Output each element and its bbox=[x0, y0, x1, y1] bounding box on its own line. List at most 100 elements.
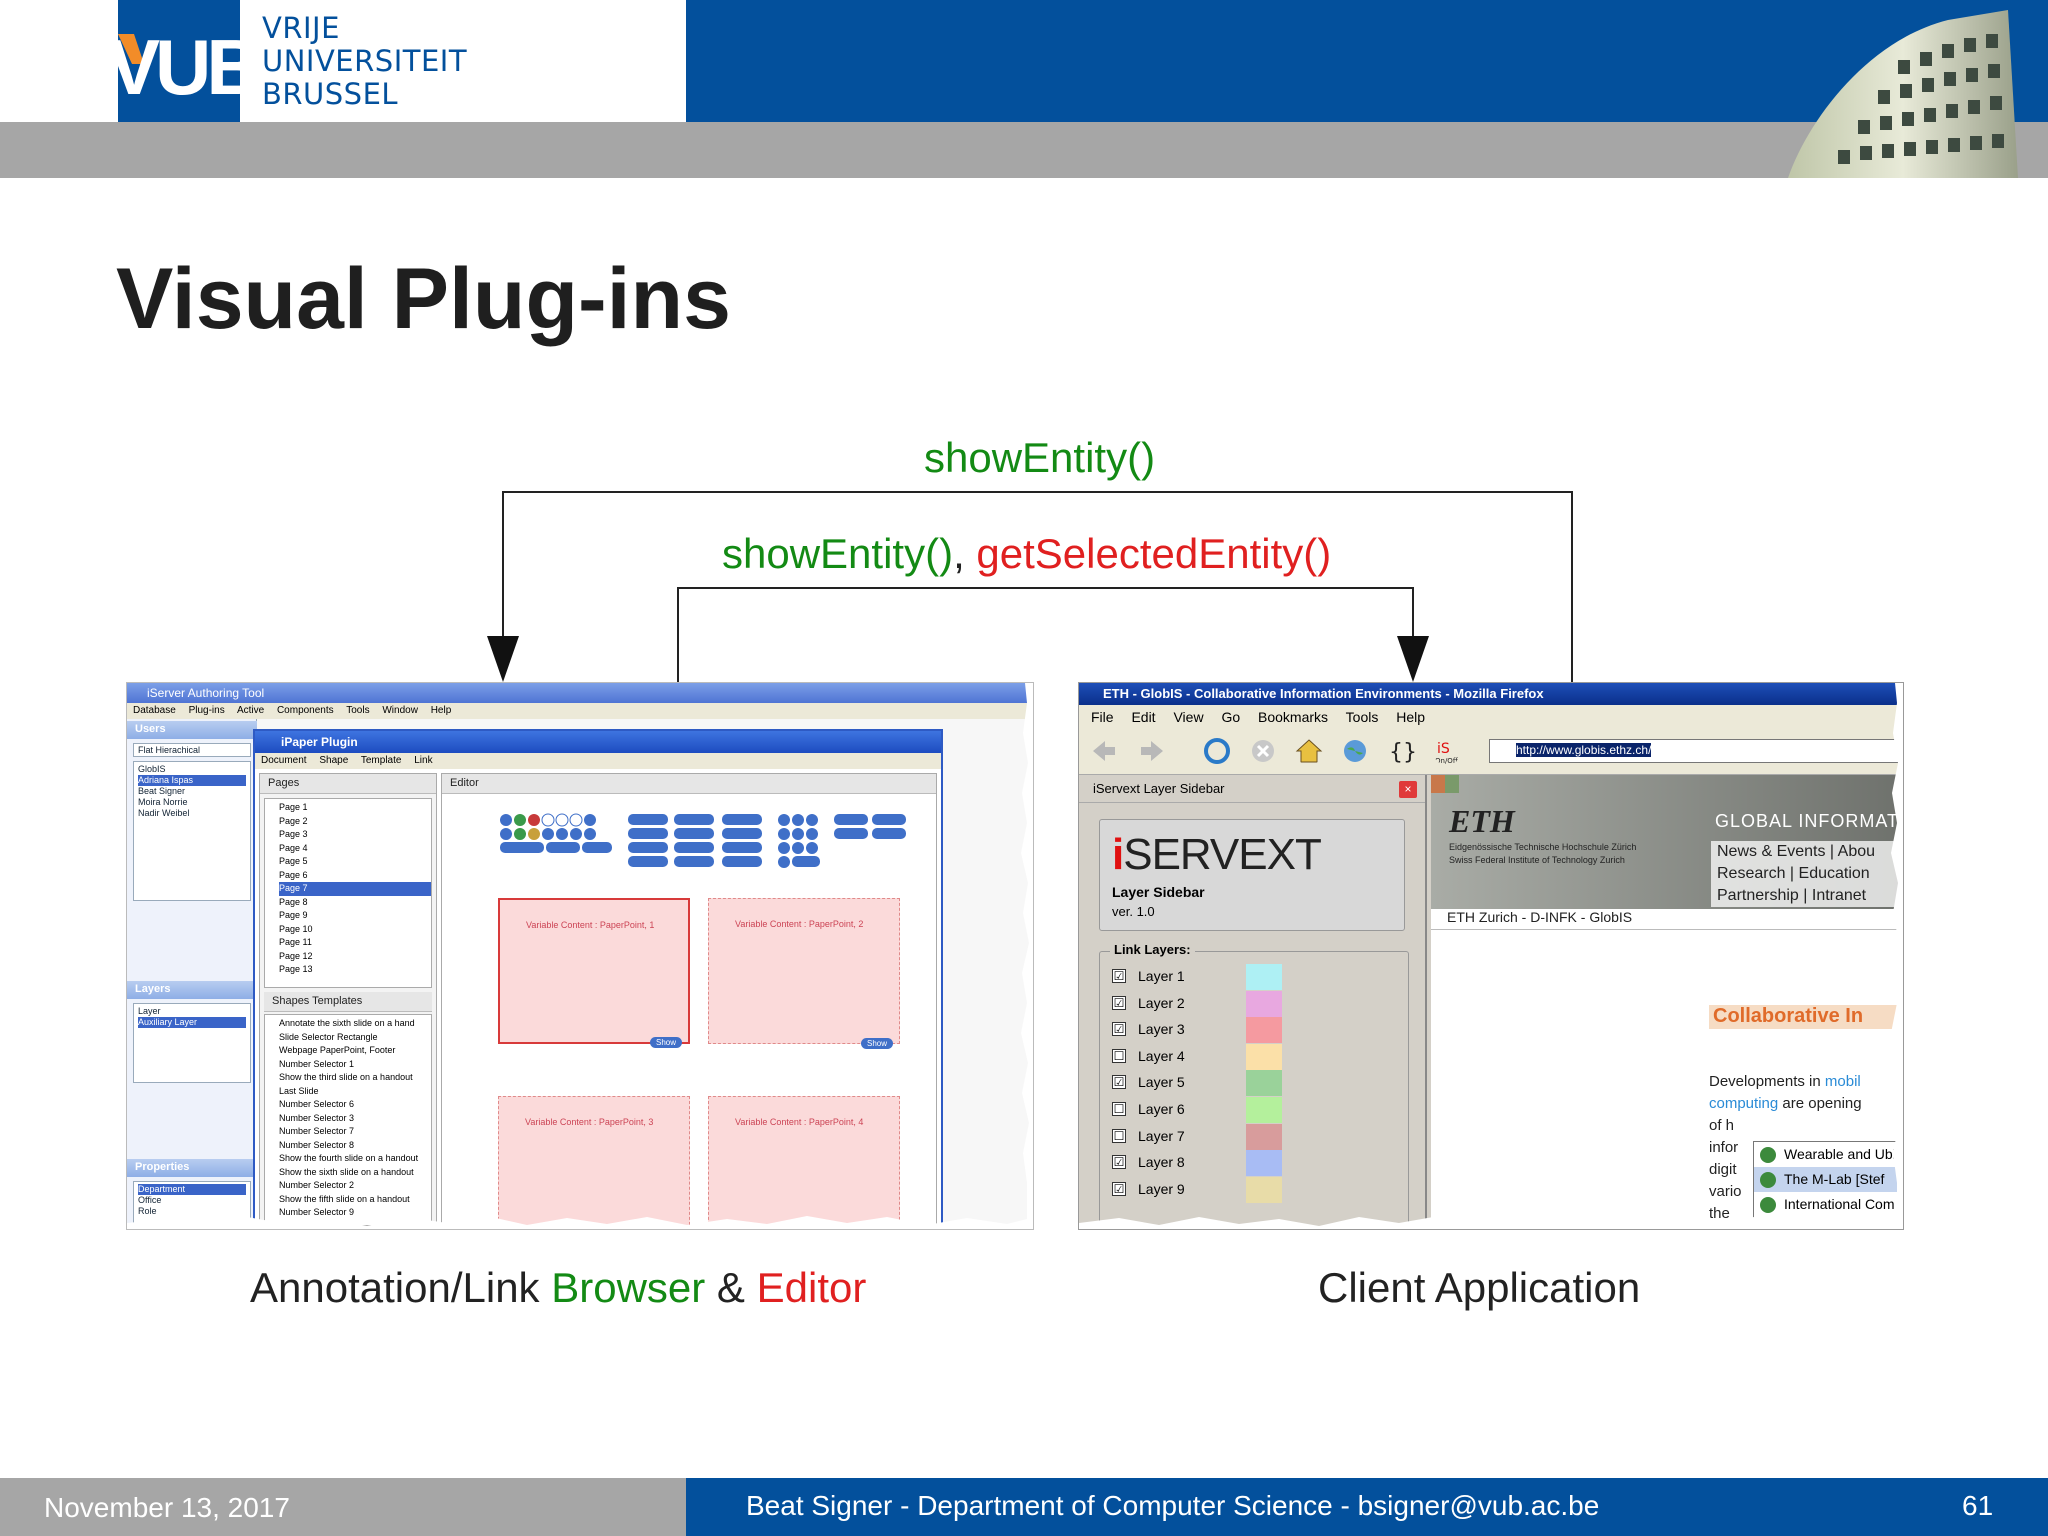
window-title: iServer Authoring Tool bbox=[127, 683, 1033, 703]
body-line: computing are opening bbox=[1709, 1093, 1903, 1115]
variable-content-label: Variable Content : PaperPoint, 4 bbox=[735, 1117, 864, 1127]
layer-checkbox[interactable]: ☑ bbox=[1112, 1155, 1126, 1170]
globe-icon bbox=[1760, 1147, 1776, 1163]
close-icon[interactable]: × bbox=[1399, 781, 1417, 798]
editor-pane: Editor Variable Conte bbox=[441, 773, 937, 1229]
list-item: Page 2 bbox=[279, 815, 308, 826]
reload-icon[interactable] bbox=[1203, 737, 1231, 765]
popup-item-label: Wearable and Ubi bbox=[1784, 1146, 1896, 1162]
popup-item[interactable]: International Com bbox=[1754, 1192, 1903, 1217]
banner-color-chip bbox=[1431, 775, 1445, 793]
logo: VUB VRIJE UNIVERSITEIT BRUSSEL bbox=[0, 0, 686, 122]
list-item: Role bbox=[138, 1206, 157, 1216]
plugin-braces-icon[interactable]: {} bbox=[1387, 737, 1415, 765]
logo-rest: SERVEXT bbox=[1123, 830, 1322, 879]
home-icon[interactable] bbox=[1295, 737, 1323, 765]
layer-checkbox[interactable]: ☐ bbox=[1112, 1048, 1126, 1063]
popup-item[interactable]: The M-Lab [Stef bbox=[1754, 1167, 1903, 1192]
eth-nav-links[interactable]: News & Events | Abou Research | Educatio… bbox=[1711, 841, 1903, 907]
layer-row[interactable]: ☑Layer 2 bbox=[1112, 990, 1362, 1017]
users-pane-header: Users bbox=[127, 721, 257, 739]
eth-logo: ETH bbox=[1449, 803, 1515, 839]
layer-row[interactable]: ☑Layer 3 bbox=[1112, 1017, 1362, 1044]
layer-checkbox[interactable]: ☑ bbox=[1112, 969, 1126, 983]
layer-row[interactable]: ☑Layer 9 bbox=[1112, 1176, 1362, 1203]
show-button[interactable]: Show bbox=[649, 1037, 682, 1048]
caption-browser: Browser bbox=[551, 1264, 706, 1311]
popup-item[interactable]: Wearable and Ubi bbox=[1754, 1142, 1903, 1167]
iservext-logo: iSERVEXT bbox=[1112, 830, 1322, 880]
divider bbox=[1431, 929, 1903, 930]
show-button[interactable]: Show bbox=[860, 1038, 893, 1049]
list-item: Page 12 bbox=[279, 950, 313, 961]
layer-row[interactable]: ☑Layer 1 bbox=[1112, 964, 1362, 990]
list-item: Number Selector 1 bbox=[279, 1058, 355, 1069]
layer-color-swatch bbox=[1246, 990, 1282, 1017]
eth-subtitle: Eidgenössische Technische Hochschule Zür… bbox=[1449, 841, 1636, 867]
variable-content-box[interactable]: Variable Content : PaperPoint, 3 bbox=[498, 1096, 690, 1229]
eth-subtitle-line: Swiss Federal Institute of Technology Zu… bbox=[1449, 855, 1625, 865]
nav-link-row[interactable]: Partnership | Intranet bbox=[1717, 887, 1867, 904]
arrowhead-to-editor-icon bbox=[487, 636, 519, 682]
list-item: Page 7 bbox=[279, 882, 431, 896]
users-list: GlobIS Adriana Ispas Beat Signer Moira N… bbox=[133, 761, 251, 901]
layer-checkbox[interactable]: ☑ bbox=[1112, 995, 1126, 1010]
list-item: Moira Norrie bbox=[138, 797, 188, 807]
back-icon[interactable] bbox=[1089, 737, 1117, 765]
firefox-client-screenshot: ETH - GlobIS - Collaborative Information… bbox=[1078, 682, 1904, 1230]
layer-checkbox[interactable]: ☐ bbox=[1112, 1102, 1126, 1116]
web-page: ETH Eidgenössische Technische Hochschule… bbox=[1431, 775, 1903, 1229]
paperpoint-controls-icon bbox=[500, 813, 906, 868]
layer-row[interactable]: ☐Layer 7 bbox=[1112, 1123, 1362, 1150]
layer-row[interactable]: ☑ Layer 5 bbox=[1112, 1070, 1362, 1097]
list-item: Adriana Ispas bbox=[138, 775, 246, 786]
layer-row[interactable]: ☑Layer 8 bbox=[1112, 1150, 1362, 1177]
list-item: Annotate the sixth slide on a hand bbox=[279, 1018, 415, 1028]
slide-title: Visual Plug-ins bbox=[116, 251, 731, 347]
address-bar[interactable]: http://www.globis.ethz.ch/ bbox=[1489, 739, 1899, 763]
list-item: Page 8 bbox=[279, 896, 308, 907]
stop-icon[interactable] bbox=[1249, 737, 1277, 765]
layers-list: Layer Auxiliary Layer bbox=[133, 1003, 251, 1083]
list-item: Number Selector 6 bbox=[279, 1099, 355, 1109]
layer-row[interactable]: ☐Layer 6 bbox=[1112, 1097, 1362, 1123]
iservext-logo-panel: iSERVEXT Layer Sidebar ver. 1.0 bbox=[1099, 819, 1405, 931]
layer-row[interactable]: ☐Layer 4 bbox=[1112, 1043, 1362, 1070]
layer-checkbox[interactable]: ☑ bbox=[1112, 1022, 1126, 1037]
layer-checkbox[interactable]: ☑ bbox=[1112, 1181, 1126, 1196]
sidebar-header: iServext Layer Sidebar × bbox=[1079, 775, 1425, 803]
right-caption: Client Application bbox=[1318, 1264, 1641, 1311]
forward-icon[interactable] bbox=[1139, 737, 1167, 765]
variable-content-box[interactable]: Variable Content : PaperPoint, 1 Show bbox=[498, 898, 690, 1048]
layer-name: Layer 5 bbox=[1138, 1074, 1185, 1091]
highlighted-link[interactable]: mobil bbox=[1824, 1073, 1861, 1090]
body-line: vario bbox=[1709, 1183, 1742, 1200]
window-title: ETH - GlobIS - Collaborative Information… bbox=[1079, 683, 1903, 705]
variable-content-box[interactable]: Variable Content : PaperPoint, 2 Show bbox=[708, 898, 900, 1049]
list-item: Show the fifth slide on a handout bbox=[279, 1193, 410, 1204]
variable-content-box[interactable]: Variable Content : PaperPoint, 4 bbox=[708, 1096, 900, 1229]
layer-color-swatch bbox=[1246, 1123, 1282, 1150]
globe-icon[interactable] bbox=[1341, 737, 1369, 765]
list-item: Page 10 bbox=[279, 923, 313, 934]
list-item: Number Selector 9 bbox=[279, 1207, 355, 1217]
outer-call-label: showEntity() bbox=[924, 434, 1156, 481]
breadcrumb[interactable]: ETH Zurich - D-INFK - GlobIS bbox=[1447, 909, 1633, 925]
list-item: Department bbox=[138, 1184, 246, 1195]
highlighted-link[interactable]: computing bbox=[1709, 1095, 1779, 1112]
nav-link-row[interactable]: News & Events | Abou bbox=[1717, 843, 1876, 860]
product-subtitle: Layer Sidebar bbox=[1112, 884, 1205, 900]
layer-color-swatch bbox=[1246, 964, 1282, 990]
list-item: Page 13 bbox=[279, 964, 313, 974]
logo-line: VRIJE bbox=[262, 11, 340, 45]
layer-checkbox[interactable]: ☑ bbox=[1112, 1075, 1126, 1090]
layer-color-swatch bbox=[1246, 1017, 1282, 1044]
layer-checkbox[interactable]: ☐ bbox=[1112, 1128, 1126, 1143]
layer-color-swatch bbox=[1246, 1070, 1282, 1097]
properties-pane-header: Properties bbox=[127, 1159, 257, 1177]
nav-link-row[interactable]: Research | Education bbox=[1717, 865, 1870, 882]
list-item: Page 4 bbox=[279, 842, 308, 853]
list-item: Number Selector 8 bbox=[279, 1139, 355, 1150]
